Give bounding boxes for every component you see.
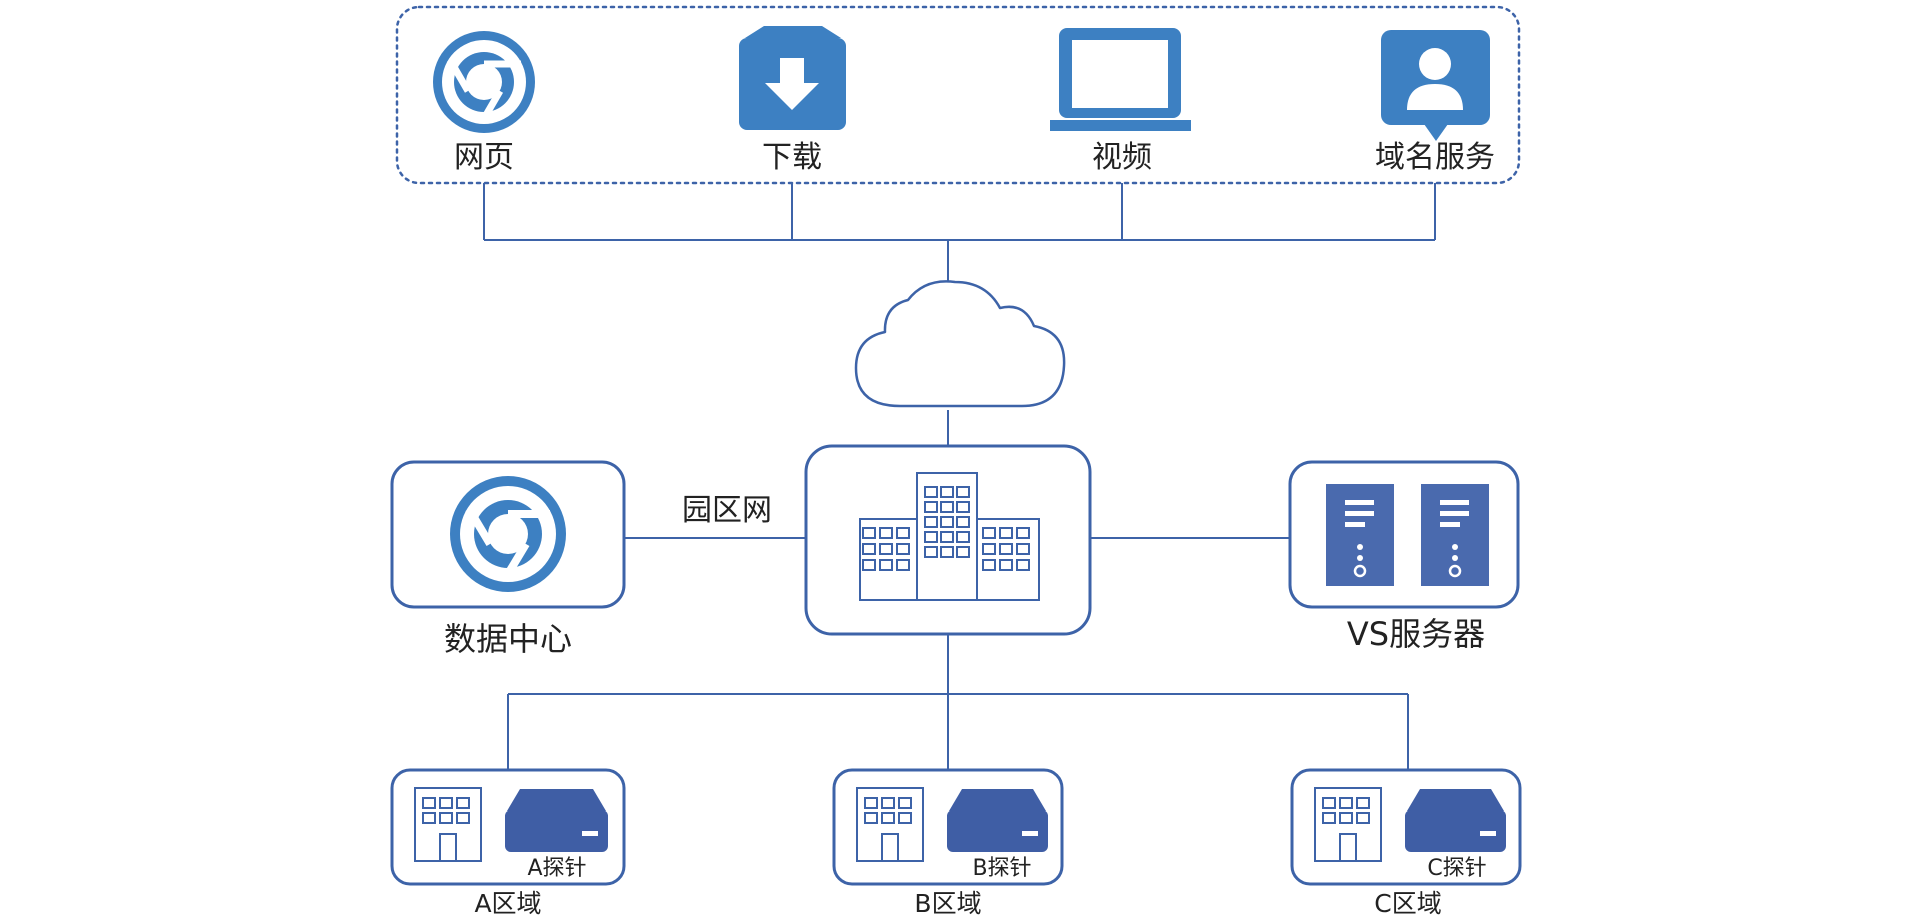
chrome-icon bbox=[450, 476, 566, 592]
server-tower-icon bbox=[1326, 484, 1394, 586]
region-a-label: A区域 bbox=[474, 889, 541, 918]
probe-device-icon bbox=[947, 789, 1048, 852]
probe-device-icon bbox=[505, 789, 608, 852]
chrome-icon bbox=[433, 31, 535, 133]
campus-network-label: 园区网 bbox=[682, 493, 772, 528]
building-icon bbox=[1314, 787, 1382, 862]
region-a-probe-label: A探针 bbox=[527, 856, 586, 881]
services-group-box bbox=[395, 5, 1521, 185]
laptop-icon bbox=[1050, 28, 1191, 131]
download-icon bbox=[739, 26, 846, 130]
building-icon bbox=[859, 472, 1040, 601]
vs-server-label: VS服务器 bbox=[1347, 615, 1485, 653]
user-badge-icon bbox=[1381, 30, 1490, 141]
datacenter-label: 数据中心 bbox=[444, 620, 572, 658]
probe-device-icon bbox=[1405, 789, 1506, 852]
service-label-download: 下载 bbox=[762, 140, 822, 175]
building-icon bbox=[856, 787, 924, 862]
connection-lines bbox=[483, 183, 1436, 770]
region-c-probe-label: C探针 bbox=[1427, 856, 1486, 881]
region-b-probe-label: B探针 bbox=[972, 856, 1031, 881]
campus-node-box bbox=[804, 444, 1092, 636]
service-label-web: 网页 bbox=[454, 140, 514, 175]
building-icon bbox=[414, 787, 482, 862]
server-tower-icon bbox=[1421, 484, 1489, 586]
internet-cloud-icon bbox=[854, 280, 1066, 408]
region-c-label: C区域 bbox=[1374, 889, 1441, 918]
service-label-dns: 域名服务 bbox=[1375, 140, 1495, 175]
region-b-label: B区域 bbox=[914, 889, 981, 918]
service-label-video: 视频 bbox=[1092, 140, 1152, 175]
